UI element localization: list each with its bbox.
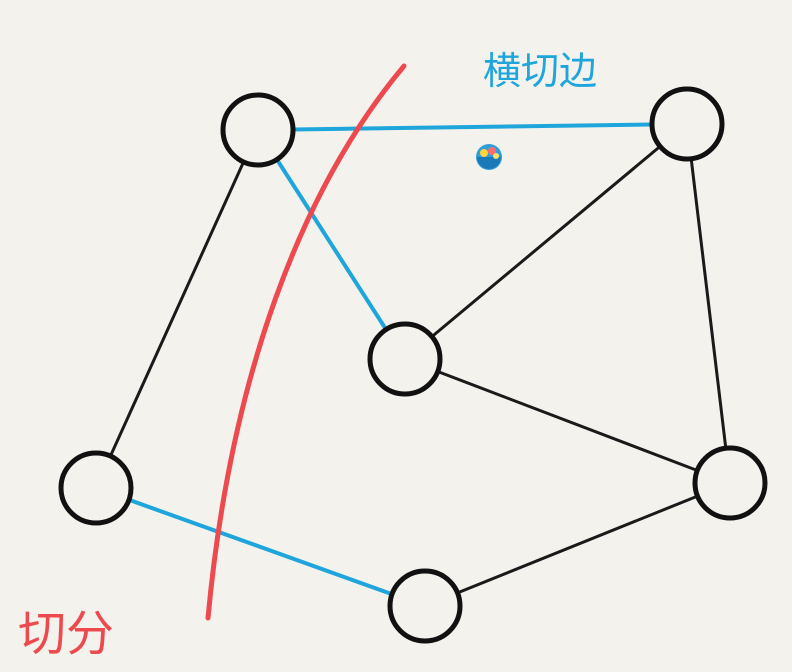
colorful-bowl-icon: [476, 144, 502, 170]
crossing-edge-label: 横切边: [483, 49, 597, 93]
crossing-edge-n1-n3: [274, 157, 389, 332]
edge-n1-n4: [108, 160, 246, 458]
crossing-edge-n4-n6: [126, 497, 395, 597]
graph-node-n4: [58, 450, 134, 526]
graph-node-n2: [649, 86, 725, 162]
cut-label: 切分: [18, 606, 114, 662]
edge-n5-n6: [456, 494, 699, 595]
edge-n2-n3: [430, 144, 662, 339]
graph-node-n6: [387, 568, 463, 644]
graph-node-n1: [220, 92, 296, 168]
nodes: [58, 86, 768, 644]
cut-line: [205, 63, 407, 621]
edges: [108, 122, 728, 597]
edge-n3-n5: [436, 370, 699, 472]
graph-node-n3: [367, 321, 443, 397]
crossing-edge-n1-n2: [291, 122, 654, 132]
edge-n2-n5: [689, 157, 728, 450]
graph-node-n5: [692, 445, 768, 521]
